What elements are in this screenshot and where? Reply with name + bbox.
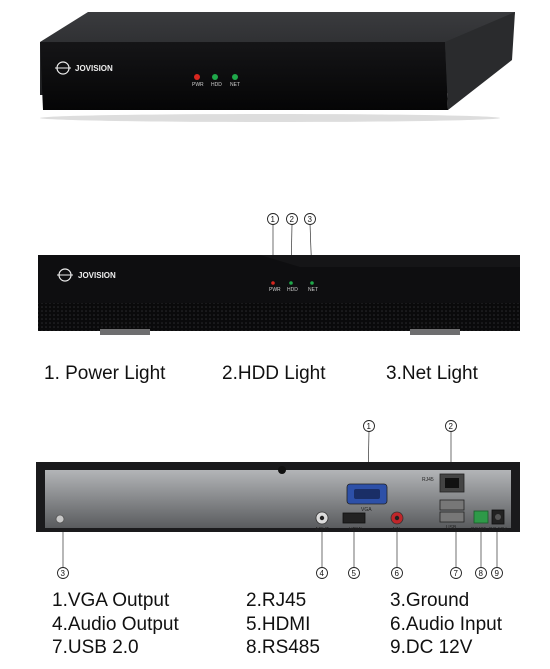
front-led-label-hdd: HDD: [287, 287, 298, 293]
top-led-label-net: NET: [230, 82, 240, 88]
brand-logo-text: JOVISION: [75, 64, 113, 73]
legend-ground: 3.Ground: [390, 590, 470, 611]
legend-power-light: 1. Power Light: [44, 363, 166, 384]
svg-text:6: 6: [395, 569, 400, 578]
rear-label-rj45: RJ45: [422, 477, 434, 483]
legend-rj45: 2.RJ45: [246, 590, 307, 611]
rear-label-hdmi: HDMI: [349, 527, 362, 533]
nvr-front-view: 1 2 3 JOVISION PWR HDD NET: [38, 213, 520, 335]
legend-hdmi: 5.HDMI: [246, 614, 311, 635]
rear-label-usb: USB: [446, 525, 457, 531]
rear-label-vga: VGA: [361, 507, 372, 513]
svg-text:8: 8: [479, 569, 484, 578]
rear-label-dc: DC 12V: [489, 527, 507, 533]
rear-callout-8: 8: [475, 567, 487, 579]
legend-usb: 7.USB 2.0: [52, 637, 139, 658]
top-led-label-hdd: HDD: [211, 82, 222, 88]
rear-label-rs485: RS485: [471, 527, 487, 533]
front-callout-2: 2: [286, 213, 298, 225]
svg-text:2: 2: [449, 422, 454, 431]
svg-text:4: 4: [320, 569, 325, 578]
svg-text:7: 7: [454, 569, 459, 578]
nvr-perspective-image: JOVISION PWR HDD NET: [40, 12, 515, 122]
front-callout-1: 1: [267, 213, 279, 225]
svg-text:1: 1: [271, 215, 276, 224]
svg-text:9: 9: [495, 569, 500, 578]
rear-callout-7: 7: [450, 567, 462, 579]
svg-text:5: 5: [352, 569, 357, 578]
top-led-label-pwr: PWR: [192, 82, 204, 88]
rear-callout-6: 6: [391, 567, 403, 579]
rear-callout-1: 1: [363, 420, 375, 432]
front-led-label-net: NET: [308, 287, 318, 293]
legend-dc-12v: 9.DC 12V: [390, 637, 473, 658]
front-led-label-pwr: PWR: [269, 287, 281, 293]
svg-text:1: 1: [367, 422, 372, 431]
legend-rs485: 8.RS485: [246, 637, 320, 658]
legend-net-light: 3.Net Light: [386, 363, 478, 384]
rear-callout-5: 5: [348, 567, 360, 579]
svg-text:3: 3: [61, 569, 66, 578]
rear-label-ain: AIN: [392, 527, 401, 533]
rear-callout-9: 9: [491, 567, 503, 579]
svg-text:3: 3: [308, 215, 313, 224]
svg-text:2: 2: [290, 215, 295, 224]
nvr-rear-view: VGA RJ45 USB AOUT HDMI AIN RS485 DC 12V …: [36, 420, 520, 579]
rear-callout-3: 3: [57, 567, 69, 579]
legend-hdd-light: 2.HDD Light: [222, 363, 326, 384]
front-callout-3: 3: [304, 213, 316, 225]
legend-audio-input: 6.Audio Input: [390, 614, 502, 635]
rear-label-aout: AOUT: [315, 527, 329, 533]
legend-vga-output: 1.VGA Output: [52, 590, 170, 611]
front-brand-logo-text: JOVISION: [78, 271, 116, 280]
rear-callout-4: 4: [316, 567, 328, 579]
rear-callout-2: 2: [445, 420, 457, 432]
legend-audio-output: 4.Audio Output: [52, 614, 179, 635]
